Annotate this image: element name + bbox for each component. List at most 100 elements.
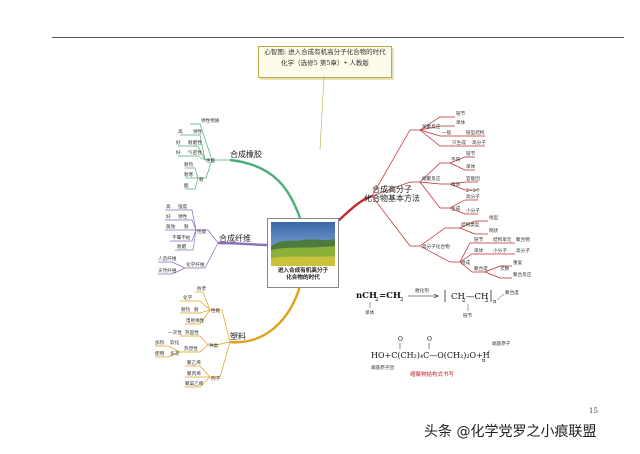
condensation-leaf: 高分子 [466, 193, 480, 200]
polymer-label-2: 化合物基本方法 [364, 193, 420, 203]
landscape-photo [271, 222, 335, 266]
rubber-leaf: 弹性 [193, 128, 203, 135]
fiber-leaf: 化学纤维 [186, 261, 205, 268]
plastic-leaf: 使用 [155, 350, 165, 357]
condensation-leaf: 2~3个 [466, 188, 481, 194]
fiber-leaf: 强度 [178, 203, 188, 210]
plastic-subtree [155, 291, 231, 388]
polymer-subtree [371, 116, 515, 279]
plastic-leaf: 耐 [194, 306, 199, 313]
rubber-leaf: 耐寒 [184, 171, 194, 178]
structure-label: 高分子化合物 [422, 243, 450, 250]
plastic-leaf: 多次 [170, 350, 180, 357]
condensation-leaf: 生成 [451, 205, 461, 212]
eq2-o2: O [427, 336, 432, 343]
eq-chain-label: 链节 [463, 312, 473, 319]
center-label: 进入合成有机高分子 化合物的时代 [268, 268, 338, 282]
addition-leaf: 单体 [456, 119, 466, 126]
page-number: 15 [589, 407, 598, 415]
structure-leaf: 单体 [474, 247, 484, 254]
plastic-leaf: 热固性 [185, 329, 199, 336]
eq-degree-label: 聚合度 [505, 289, 519, 296]
structure-leaf: 结构单元 [493, 236, 512, 243]
condensation-leaf: 小分子 [466, 207, 480, 214]
rubber-leaf: 弹性物质 [201, 117, 220, 124]
structure-leaf: 聚合度 [474, 265, 488, 272]
eq2-n: n [482, 358, 486, 364]
plastic-leaf: 聚氯乙烯 [185, 380, 204, 387]
addition-leaf: 一般 [442, 129, 452, 136]
fiber-leaf: 弹性 [178, 213, 188, 220]
title-connector [319, 75, 325, 151]
rubber-leaf: 耐热 [184, 161, 194, 168]
fiber-leaf: 高 [166, 203, 171, 210]
fiber-subtree [158, 209, 219, 275]
plastic-leaf: 加热 [155, 339, 165, 346]
eq-eq: =CH [379, 291, 401, 301]
eq-lhs: nCH [356, 291, 377, 301]
addition-leaf: 链型结构 [466, 129, 485, 136]
watermark: 头条 @化学党罗之小痕联盟 [424, 424, 597, 440]
fiber-leaf: 好 [166, 213, 171, 220]
plastic-leaf: 性能 [211, 307, 221, 314]
fiber-leaf: 耐 [184, 223, 189, 230]
plastic-leaf: 防老 [197, 285, 207, 292]
top-rule [52, 37, 624, 38]
title-line-2: 化学（选修5 第5章）• 人教版 [281, 59, 369, 67]
condensation-leaf: 官能团 [466, 175, 480, 182]
fiber-leaf: 性能 [197, 228, 207, 235]
rubber-leaf: 高 [178, 128, 183, 135]
structure-leaf: 线型 [489, 214, 499, 221]
plastic-label: 塑料 [230, 331, 246, 341]
plastic-leaf: 耐热 [181, 306, 191, 313]
eq-monomer-label: 单体 [365, 309, 375, 316]
condensation-equation: O O HO+C(CH₂)₄C—O(CH₂)₂O+H n 端基原子团 端基原子 … [371, 336, 511, 378]
eq-product: CH [451, 292, 465, 302]
structure-leaf: 组成 [461, 259, 471, 266]
rubber-leaf: 气密性 [188, 149, 202, 156]
condensation-leaf: 单体 [451, 181, 461, 188]
eq-catalyst: 催化剂 [415, 287, 429, 294]
eq-lhs-sub: 2 [375, 297, 379, 303]
structure-leaf: 小分子 [493, 247, 507, 254]
structure-leaf: 高分子 [516, 247, 530, 254]
polymer-branch [336, 194, 373, 223]
addition-leaf: 链节 [456, 110, 466, 117]
rubber-leaf: 好 [176, 139, 181, 146]
eq2-title: 缩聚物结构式书写 [410, 370, 455, 378]
plastic-leaf: 热塑性 [184, 345, 198, 352]
structure-leaf: 结构类型 [461, 221, 480, 228]
structure-leaf: 链节 [474, 236, 484, 243]
rubber-branch [229, 158, 302, 219]
condensation-leaf: 不同 [451, 157, 461, 163]
plastic-leaf: 聚乙烯 [187, 359, 201, 366]
structure-leaf: 次数 [500, 265, 510, 272]
eq-eq-sub: 2 [400, 297, 404, 303]
plastic-leaf: 聚丙烯 [187, 370, 201, 377]
fiber-leaf: 不霉不蛀 [172, 234, 191, 241]
plastic-leaf: 种类 [209, 342, 219, 349]
condensation-leaf: 链节 [466, 150, 476, 157]
fiber-leaf: 人造纤维 [158, 255, 177, 262]
plastic-leaf: 一次性 [168, 329, 182, 336]
polymer-label-1: 合成高分子 [372, 184, 412, 194]
fiber-label: 合成纤维 [219, 233, 251, 243]
eq2-end-right: 端基原子 [492, 340, 511, 347]
fiber-branch [217, 241, 268, 247]
plastic-leaf: 软化 [170, 339, 180, 346]
plastic-branch [229, 285, 302, 344]
rubber-leaf: 酸 [184, 182, 189, 189]
condensation-leaf: 单体 [466, 163, 476, 170]
rubber-leaf: 性能 [206, 157, 216, 164]
plastic-leaf: 电绝缘性 [186, 317, 205, 324]
structure-leaf: 重复 [513, 259, 523, 266]
eq-product2-sub: 2 [485, 298, 489, 304]
title-line-1: 心智图: 进入合成有机高分子化合物的时代 [264, 48, 386, 56]
rubber-leaf: 耐磨性 [188, 139, 202, 146]
rubber-label: 合成橡胶 [230, 149, 262, 159]
eq-product2: —CH [466, 292, 488, 302]
fiber-leaf: 腐蚀 [166, 223, 176, 230]
eq2-o1: O [398, 336, 403, 343]
